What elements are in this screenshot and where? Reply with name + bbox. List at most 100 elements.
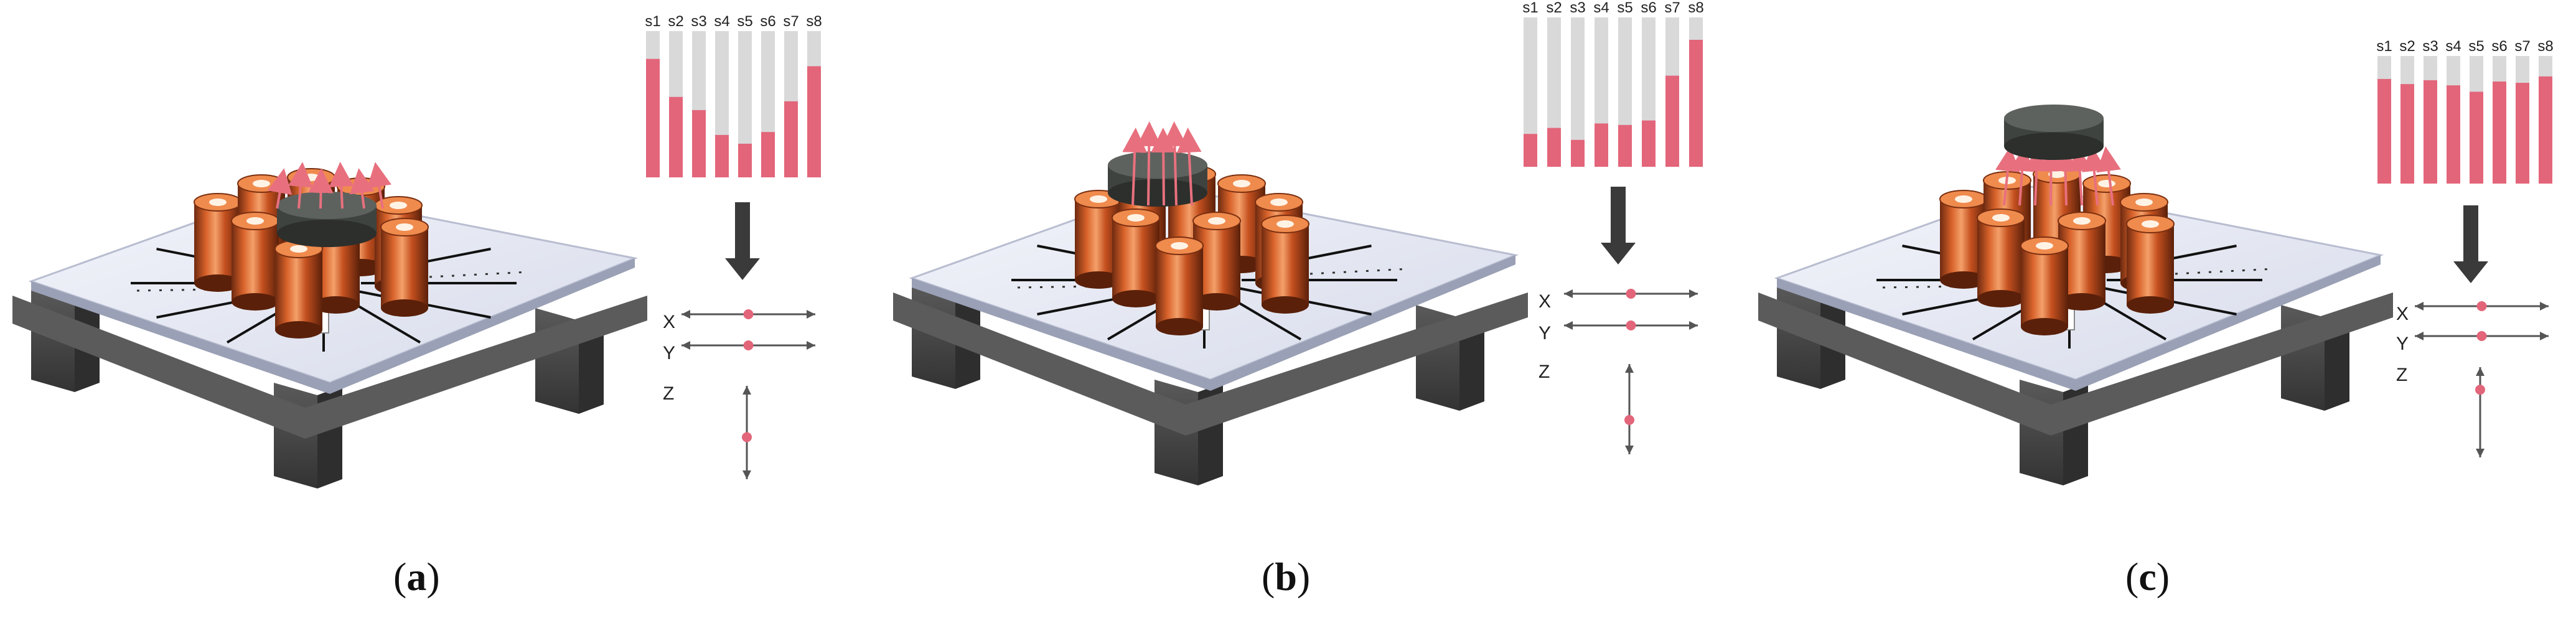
axis-marker-x <box>1626 289 1636 299</box>
coil-core-7 <box>2073 217 2091 225</box>
plate-edge <box>31 258 635 394</box>
caption-c-open: ( <box>2125 554 2139 599</box>
sensor-bar-fill-s1 <box>1524 134 1537 167</box>
coil-core-1 <box>1090 195 1107 203</box>
sensor-bar-fill-s2 <box>1547 128 1561 167</box>
axis-label-x: X <box>663 312 675 332</box>
sensor-bar-fill-s4 <box>715 134 729 177</box>
coil-base-8 <box>1262 296 1309 314</box>
coil-9 <box>275 249 322 330</box>
axis-label-y: Y <box>663 343 675 363</box>
sensor-bar-fill-s3 <box>692 110 706 177</box>
coil-base-6 <box>1977 290 2025 307</box>
sensor-bar-fill-s7 <box>784 101 798 177</box>
axis-arrowhead-left-x <box>681 310 690 319</box>
coil-core-5 <box>1270 199 1288 206</box>
axis-arrowhead-left-x <box>2415 302 2424 311</box>
axis-marker-y <box>743 340 754 350</box>
coil-base-8 <box>2127 296 2174 314</box>
axis-arrowhead-right-y <box>807 341 815 350</box>
magnet-top <box>277 192 377 219</box>
sensor-bar-fill-s6 <box>1642 120 1656 167</box>
caption-a-open: ( <box>393 554 407 599</box>
sensor-bar-fill-s2 <box>2400 84 2414 184</box>
coil-9 <box>2021 246 2068 327</box>
sensor-label-s8: s8 <box>2537 38 2553 55</box>
axis-arrowhead-left-x <box>1564 289 1573 298</box>
coil-base-1 <box>194 274 241 292</box>
sensor-label-s4: s4 <box>2445 38 2461 55</box>
axis-arrowhead-right-x <box>807 310 815 319</box>
axis-arrowhead-right-x <box>1689 289 1698 298</box>
caption-c-letter: c <box>2138 554 2157 599</box>
sensor-bar-track-s1 <box>1524 17 1537 167</box>
sensor-bar-fill-s6 <box>761 132 775 177</box>
field-line-3 <box>1151 128 1176 206</box>
sensor-bar-fill-s5 <box>738 143 752 177</box>
sensor-label-s5: s5 <box>737 13 752 30</box>
coil-core-9 <box>290 245 307 253</box>
axis-label-x: X <box>1539 291 1551 312</box>
coil-core-9 <box>2036 242 2053 250</box>
magnet-bottom <box>2004 133 2104 160</box>
sensor-label-s8: s8 <box>1688 0 1703 16</box>
caption-a-close: ) <box>426 554 440 599</box>
sensor-bar-fill-s6 <box>2493 82 2506 184</box>
axis-arrowhead-up-z <box>2476 367 2485 376</box>
axis-arrowhead-left-y <box>2415 332 2424 340</box>
field-line-7 <box>2081 146 2107 206</box>
magnet-bottom <box>277 220 377 247</box>
axis-arrowhead-down-z <box>1625 446 1634 454</box>
caption-b-open: ( <box>1262 554 1275 599</box>
sensor-bar-fill-s8 <box>807 66 821 178</box>
coil-core-4 <box>2098 180 2115 187</box>
coil-core-8 <box>396 223 413 231</box>
plate-edge <box>1777 255 2381 391</box>
axis-label-y: Y <box>2396 334 2409 354</box>
down-arrow-icon <box>2453 205 2488 283</box>
sensor-bar-fill-s1 <box>646 58 660 178</box>
axis-marker-x <box>743 309 754 319</box>
sensor-label-s3: s3 <box>691 13 706 30</box>
axis-label-z: Z <box>1539 362 1550 382</box>
base-slab <box>12 296 647 439</box>
axis-marker-x <box>2476 301 2487 311</box>
coil-core-9 <box>1171 242 1188 250</box>
caption-b-close: ) <box>1296 554 1311 599</box>
field-line-8 <box>2096 146 2121 206</box>
coil-base-8 <box>381 299 428 317</box>
sensor-bar-fill-s5 <box>1618 124 1632 167</box>
axis-label-z: Z <box>663 383 674 404</box>
caption-b: (b) <box>1262 554 1310 600</box>
coil-base-6 <box>1112 290 1159 307</box>
caption-a-letter: a <box>406 554 427 599</box>
axis-arrowhead-right-y <box>2540 332 2549 340</box>
caption-c: (c) <box>2125 554 2170 600</box>
coil-base-7 <box>1193 293 1240 311</box>
sensor-bar-fill-s7 <box>1665 75 1679 167</box>
sensor-label-s3: s3 <box>1570 0 1585 16</box>
caption-c-close: ) <box>2156 554 2170 599</box>
field-line-2 <box>288 162 313 209</box>
sensor-bar-fill-s2 <box>669 96 683 177</box>
coil-8 <box>381 227 428 308</box>
sensor-bar-fill-s4 <box>1595 123 1608 167</box>
sensor-label-s7: s7 <box>783 13 799 30</box>
sensor-label-s3: s3 <box>2422 38 2438 55</box>
coil-core-4 <box>1233 180 1250 187</box>
coil-core-2 <box>253 180 270 187</box>
coil-core-3 <box>302 174 320 181</box>
base-slab <box>1758 292 2393 436</box>
axis-arrowhead-right-x <box>2540 302 2549 311</box>
sensor-label-s5: s5 <box>2468 38 2484 55</box>
sensor-label-s5: s5 <box>1617 0 1632 16</box>
base-slab <box>893 292 1528 436</box>
axis-label-y: Y <box>1539 323 1551 344</box>
field-line-5 <box>1176 128 1202 206</box>
axis-arrowhead-left-y <box>1564 321 1573 330</box>
coil-8 <box>1262 224 1309 305</box>
coil-base-1 <box>1075 271 1122 289</box>
